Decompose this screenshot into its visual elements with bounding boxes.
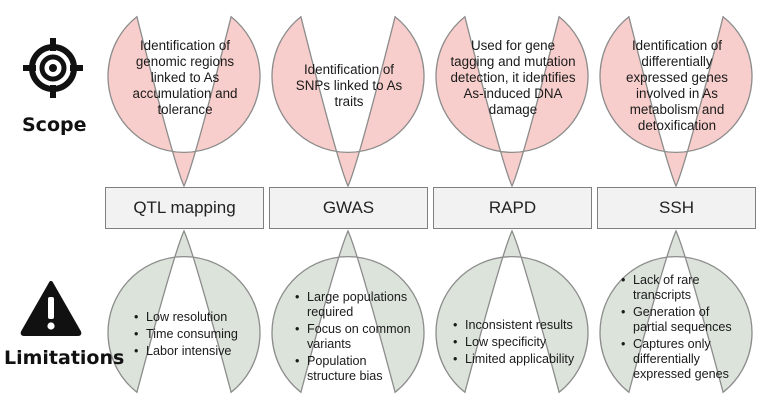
list-item: Low specificity	[453, 335, 593, 350]
list-item: Labor intensive	[134, 344, 254, 359]
scope-label: Scope	[22, 114, 87, 136]
limitations-list-gwas: Large populations required Focus on comm…	[295, 290, 417, 386]
method-box-rapd: RAPD	[433, 187, 592, 229]
scope-text-ssh: Identification of differentially express…	[626, 38, 728, 133]
list-item: Focus on common variants	[295, 322, 417, 352]
method-box-ssh: SSH	[597, 187, 756, 229]
scope-drop-qtl-mapping	[107, 15, 261, 188]
list-item: Lack of rare transcripts	[621, 273, 743, 303]
list-item: Large populations required	[295, 290, 417, 320]
scope-drop-ssh	[599, 15, 753, 188]
limitations-list-rapd: Inconsistent results Low specificity Lim…	[453, 318, 593, 369]
target-icon	[23, 38, 83, 98]
scope-text-gwas: Identification of SNPs linked to As trai…	[295, 62, 403, 109]
list-item: Time consuming	[134, 327, 254, 342]
scope-text-rapd: Used for gene tagging and mutation detec…	[450, 38, 576, 117]
list-item: Generation of partial sequences	[621, 305, 743, 335]
method-box-gwas: GWAS	[269, 187, 428, 229]
limitations-list-qtl-mapping: Low resolution Time consuming Labor inte…	[134, 310, 254, 361]
limitations-label: Limitations	[4, 347, 125, 369]
list-item: Low resolution	[134, 310, 254, 325]
scope-drop-gwas	[271, 15, 425, 188]
method-box-qtl-mapping: QTL mapping	[105, 187, 264, 229]
list-item: Inconsistent results	[453, 318, 593, 333]
scope-text-qtl-mapping: Identification of genomic regions linked…	[132, 38, 238, 117]
warning-icon	[20, 281, 82, 336]
list-item: Population structure bias	[295, 354, 417, 384]
limitations-list-ssh: Lack of rare transcripts Generation of p…	[621, 273, 743, 384]
list-item: Limited applicability	[453, 352, 593, 367]
scope-drop-rapd	[435, 15, 589, 188]
list-item: Captures only differentially expressed g…	[621, 337, 743, 382]
